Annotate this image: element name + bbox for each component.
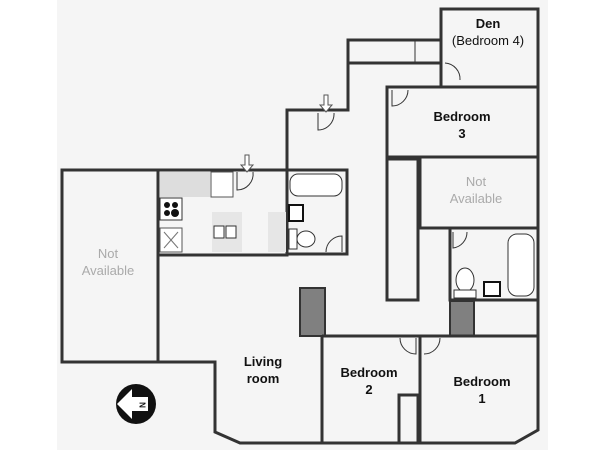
- room-name: Living: [243, 354, 283, 369]
- room-label-not-available-left: Not Available: [82, 245, 135, 279]
- toilet-icon-2: [455, 267, 475, 293]
- toilet-icon: [288, 228, 298, 250]
- room-name: Bedroom: [340, 365, 398, 380]
- plan-background: [57, 0, 548, 450]
- room-name: Bedroom: [453, 374, 511, 389]
- room-label-not-available-right: Not Available: [450, 173, 503, 207]
- sink-icon-2: [483, 281, 501, 297]
- room-label-den: Den (Bedroom 4): [452, 15, 524, 49]
- pillar-bath: [449, 300, 475, 337]
- sink-icon: [213, 225, 225, 239]
- room-name: Bedroom: [433, 109, 491, 124]
- label-line: Not: [465, 174, 487, 189]
- doors: [236, 62, 468, 355]
- pillar-living: [299, 287, 326, 337]
- stove-icon: [159, 197, 183, 221]
- compass-north-icon: [116, 384, 156, 424]
- bathtub-icon-2: [507, 233, 535, 297]
- compass-letter: N: [138, 402, 148, 408]
- label-line: Available: [81, 263, 135, 278]
- room-name: Den: [475, 16, 501, 31]
- label-line: Not: [97, 246, 119, 261]
- room-number: 3: [458, 126, 466, 141]
- walls: [60, 7, 540, 445]
- room-subtitle: (Bedroom 4): [451, 33, 525, 48]
- room-label-living-room: Living room: [244, 353, 282, 387]
- room-number: 2: [365, 382, 373, 397]
- room-label-bedroom2: Bedroom 2: [340, 364, 397, 398]
- room-label-bedroom3: Bedroom 3: [433, 108, 490, 142]
- room-number: 1: [478, 391, 486, 406]
- room-label-bedroom1: Bedroom 1: [453, 373, 510, 407]
- fridge: [210, 171, 234, 198]
- bathtub-icon: [289, 173, 343, 197]
- sink-icon: [288, 204, 304, 222]
- room-name-2: room: [246, 371, 280, 386]
- kitchen-counter: [160, 172, 210, 197]
- label-line: Available: [449, 191, 503, 206]
- closet-hallway: [385, 157, 420, 302]
- entrance-arrow-icon: [239, 94, 334, 173]
